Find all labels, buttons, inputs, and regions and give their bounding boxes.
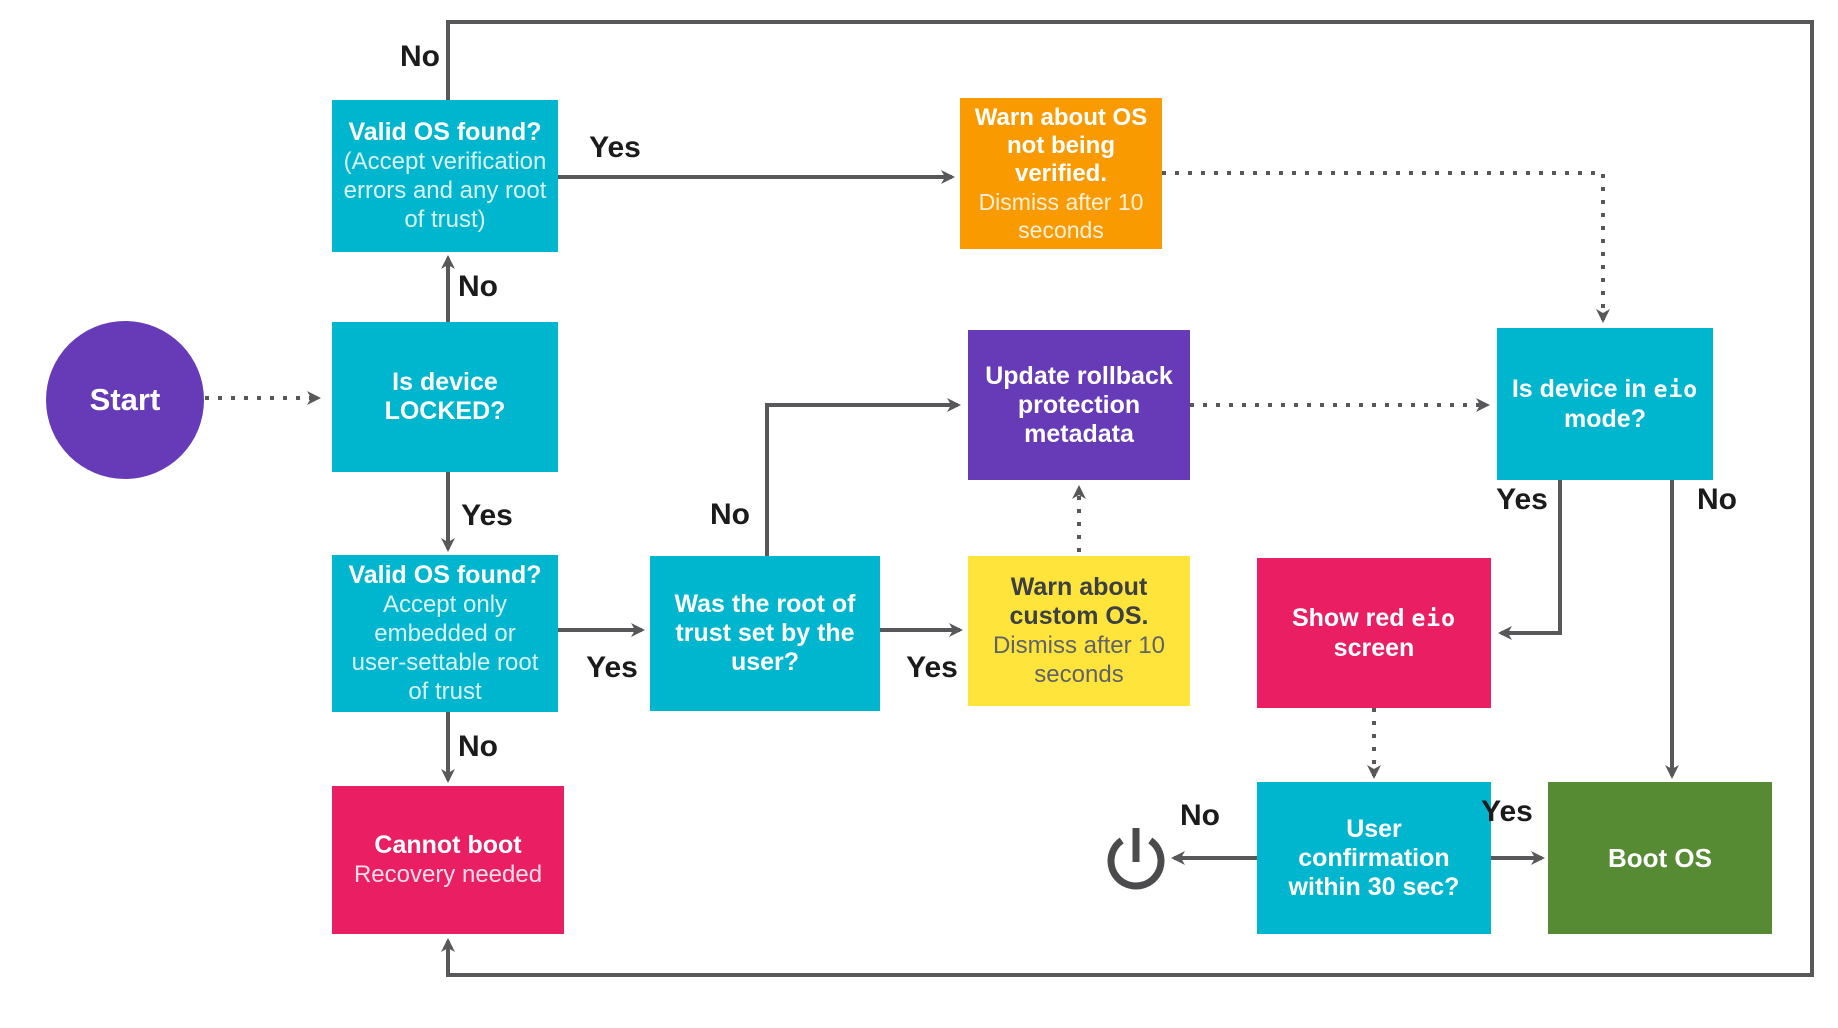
eio-code-text: eio [1653, 376, 1699, 403]
edge-validtop-no-loop-to-cannot-boot [441, 20, 1814, 977]
edge-label-no-valid-locked: No [458, 730, 498, 763]
node-title: Is device LOCKED? [384, 368, 506, 425]
edge-root-no-to-rollback [765, 398, 961, 556]
start-label: Start [89, 382, 161, 417]
node-subtitle: Accept only embedded or user-settable ro… [351, 591, 539, 705]
power-icon [1107, 828, 1165, 890]
edge-label-yes-eio: Yes [1496, 483, 1548, 516]
edge-label-no-top-loop: No [400, 40, 440, 73]
node-update-rollback: Update rollback protection metadata [968, 330, 1190, 480]
node-boot-os: Boot OS [1548, 782, 1772, 934]
edge-label-yes-root: Yes [906, 651, 958, 684]
node-subtitle: Recovery needed [353, 861, 543, 888]
edge-eio-yes-to-show-red [1498, 480, 1562, 640]
node-is-device-eio-mode: Is device in eio mode? [1497, 328, 1713, 480]
node-start: Start [46, 321, 204, 479]
edge-warn-os-to-eio [1162, 171, 1610, 323]
node-root-of-trust: Was the root of trust set by the user? [650, 556, 880, 711]
eio-code-text: eio [1411, 605, 1456, 632]
node-title: Show red eio screen [1291, 603, 1456, 662]
node-title: User confirmation within 30 sec? [1288, 814, 1460, 901]
node-title: Warn about OS not being verified. [974, 103, 1148, 187]
edge-label-yes-valid-top: Yes [589, 131, 641, 164]
node-title: Is device in eio mode? [1511, 374, 1699, 433]
edge-label-no-root-up: No [710, 498, 750, 531]
node-title: Boot OS [1608, 842, 1712, 873]
node-user-confirmation: User confirmation within 30 sec? [1257, 782, 1491, 934]
node-title: Update rollback protection metadata [985, 361, 1173, 448]
node-show-red-eio-screen: Show red eio screen [1257, 558, 1491, 708]
node-cannot-boot: Cannot boot Recovery needed [332, 786, 564, 934]
node-title: Warn about custom OS. [1009, 573, 1149, 630]
node-warn-os-not-verified: Warn about OS not being verified. Dismis… [960, 98, 1162, 249]
node-title: Was the root of trust set by the user? [674, 590, 856, 676]
node-subtitle: Dismiss after 10 seconds [992, 632, 1166, 688]
edge-label-yes-locked-down: Yes [461, 499, 513, 532]
edge-label-yes-user-conf: Yes [1481, 795, 1533, 828]
node-valid-os-any-root: Valid OS found? (Accept verification err… [332, 100, 558, 252]
node-title: Valid OS found? [348, 118, 542, 146]
edge-label-no-eio: No [1697, 483, 1737, 516]
node-subtitle: (Accept verification errors and any root… [343, 148, 547, 233]
node-warn-custom-os: Warn about custom OS. Dismiss after 10 s… [968, 556, 1190, 706]
edge-label-no-locked-up: No [458, 270, 498, 303]
node-is-device-locked: Is device LOCKED? [332, 322, 558, 472]
node-title: Valid OS found? [348, 561, 542, 589]
node-title: Cannot boot [374, 831, 522, 859]
edge-label-no-user-conf: No [1180, 799, 1220, 832]
node-subtitle: Dismiss after 10 seconds [978, 188, 1144, 243]
node-valid-os-locked: Valid OS found? Accept only embedded or … [332, 555, 558, 712]
edge-label-yes-valid-locked: Yes [586, 651, 638, 684]
